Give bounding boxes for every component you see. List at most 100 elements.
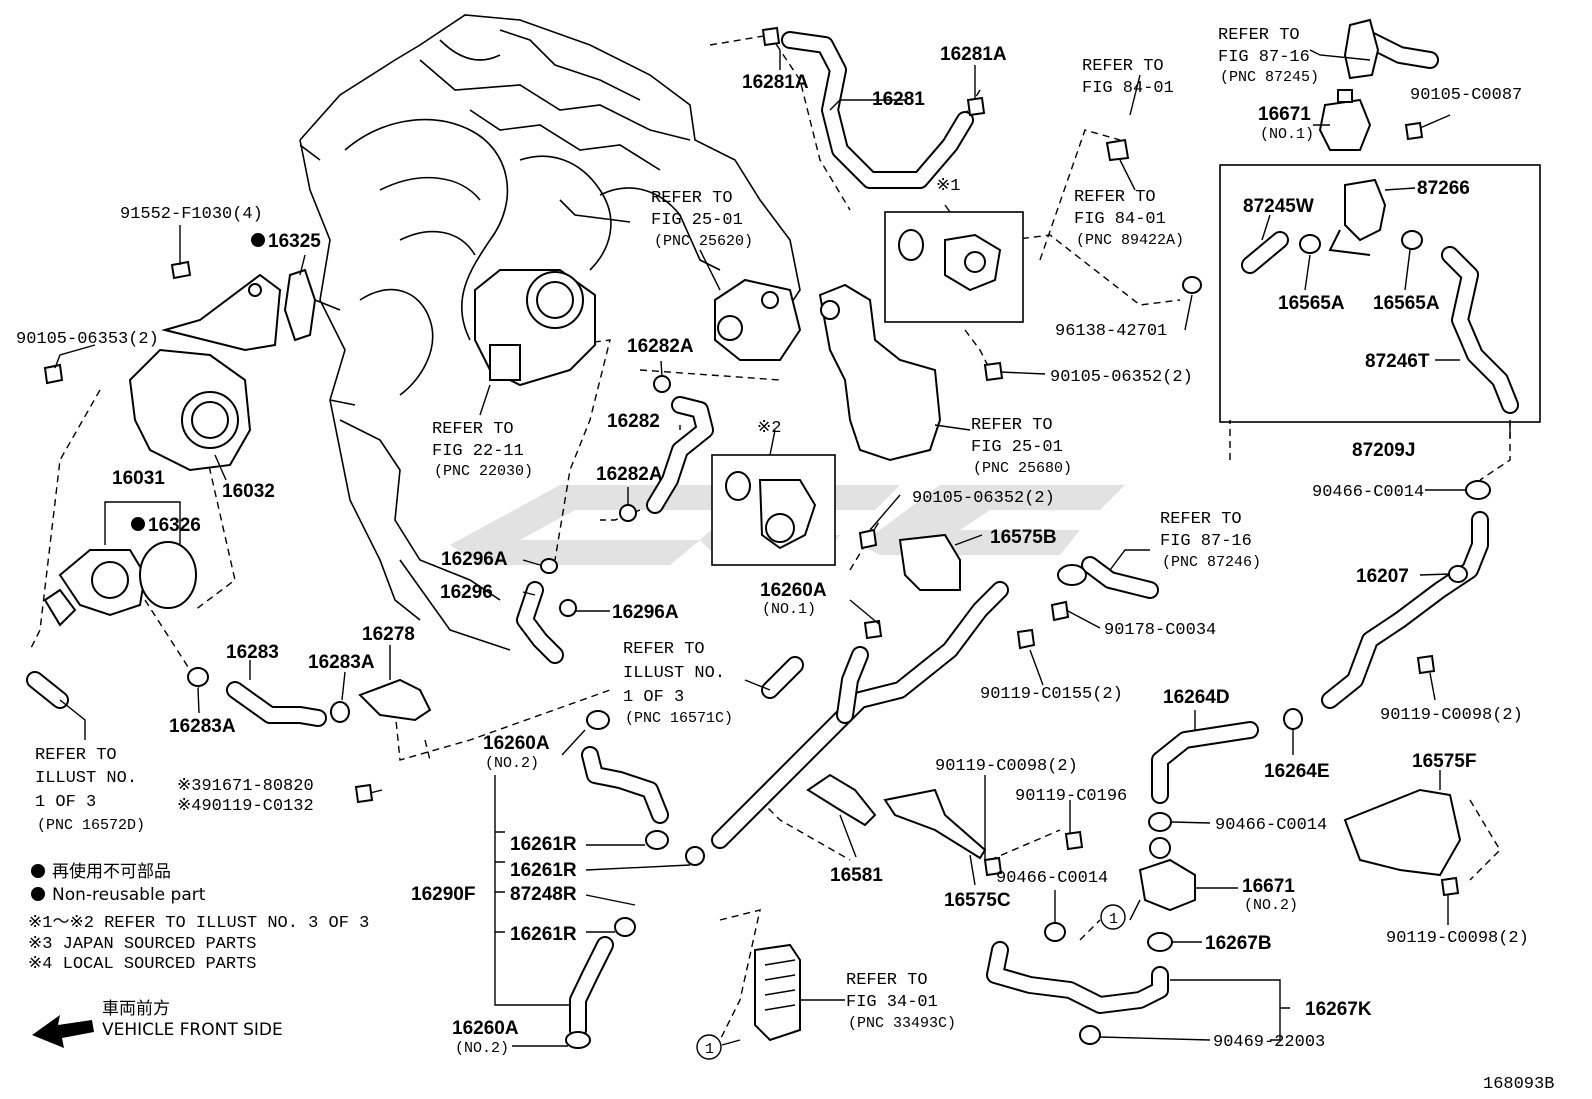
label-90469: 90469-22003 bbox=[1213, 1033, 1325, 1052]
hose-16207 bbox=[1321, 511, 1489, 709]
label-90119-C0155: 90119-C0155(2) bbox=[980, 685, 1123, 704]
svg-text:FIG 34-01: FIG 34-01 bbox=[846, 993, 938, 1012]
legend: 再使用不可部品 Non-reusable part ※1～※2 REFER TO… bbox=[28, 861, 369, 1048]
engine-outline bbox=[299, 14, 801, 651]
label-16207: 16207 bbox=[1356, 566, 1409, 587]
label-87266: 87266 bbox=[1417, 178, 1470, 199]
svg-text:(PNC 89422A): (PNC 89422A) bbox=[1076, 232, 1184, 249]
valve-16671-no1 bbox=[1318, 18, 1380, 151]
label-90119-C0098-mid: 90119-C0098(2) bbox=[935, 757, 1078, 776]
svg-text:REFER TO: REFER TO bbox=[846, 971, 928, 990]
label-mark1: ※1 bbox=[936, 177, 960, 196]
label-90466-C0014-right: 90466-C0014 bbox=[1215, 816, 1327, 835]
label-90105-06352-mid: 90105-06352(2) bbox=[912, 489, 1055, 508]
hose-87245W bbox=[1241, 231, 1289, 274]
label-16031: 16031 bbox=[112, 468, 165, 489]
svg-text:FIG 25-01: FIG 25-01 bbox=[971, 438, 1063, 457]
label-16260A-no1-sub: (NO.1) bbox=[762, 601, 816, 618]
label-16671-no2-sub: (NO.2) bbox=[1244, 897, 1298, 914]
hose-16260A-no2-mid bbox=[581, 746, 669, 824]
water-pump-16031 bbox=[43, 549, 147, 627]
label-16264D: 16264D bbox=[1163, 687, 1230, 708]
legend-jp-nonreuse: 再使用不可部品 bbox=[52, 861, 171, 882]
label-16261R-3: 16261R bbox=[510, 924, 577, 945]
non-reusable-dot-icon bbox=[131, 517, 145, 531]
label-91671-line2: ※490119-C0132 bbox=[177, 797, 314, 816]
label-87245W: 87245W bbox=[1243, 196, 1314, 217]
svg-text:REFER TO: REFER TO bbox=[35, 746, 117, 765]
non-reusable-dot-icon bbox=[251, 233, 265, 247]
label-16282: 16282 bbox=[607, 411, 660, 432]
label-16260A-no2-bot-sub: (NO.2) bbox=[455, 1040, 509, 1057]
svg-text:REFER TO: REFER TO bbox=[651, 189, 733, 208]
label-mark2: ※2 bbox=[757, 419, 781, 438]
svg-text:ILLUST NO.: ILLUST NO. bbox=[35, 769, 137, 788]
refer-fig3401: REFER TO FIG 34-01 (PNC 33493C) bbox=[846, 971, 956, 1032]
svg-text:REFER TO: REFER TO bbox=[1074, 188, 1156, 207]
label-90105-06353: 90105-06353(2) bbox=[16, 330, 159, 349]
non-reusable-dot-icon bbox=[31, 887, 45, 901]
thermostat-housing-25620 bbox=[714, 278, 802, 361]
svg-text:(PNC 16571C): (PNC 16571C) bbox=[625, 710, 733, 727]
non-reusable-dot-icon bbox=[31, 864, 45, 878]
label-16671-no1-sub: (NO.1) bbox=[1260, 126, 1314, 143]
label-16260A-no2-mid-sub: (NO.2) bbox=[485, 755, 539, 772]
svg-text:REFER TO: REFER TO bbox=[971, 416, 1053, 435]
label-90178: 90178-C0034 bbox=[1104, 621, 1216, 640]
label-16575B: 16575B bbox=[990, 527, 1057, 548]
label-16575F: 16575F bbox=[1412, 751, 1476, 772]
refer-fig8401-b: REFER TO FIG 84-01 (PNC 89422A) bbox=[1074, 188, 1184, 249]
svg-text:(PNC 25620): (PNC 25620) bbox=[654, 233, 753, 250]
clamps bbox=[187, 276, 1491, 1049]
refer-fig2211: REFER TO FIG 22-11 (PNC 22030) bbox=[432, 420, 533, 480]
label-16671-no2: 16671 bbox=[1242, 876, 1295, 897]
label-16264E: 16264E bbox=[1264, 761, 1330, 782]
svg-text:FIG 84-01: FIG 84-01 bbox=[1082, 79, 1174, 98]
label-16282A-top: 16282A bbox=[627, 336, 694, 357]
leader-lines bbox=[54, 49, 1511, 1047]
refer-fig2501-a: REFER TO FIG 25-01 (PNC 25620) bbox=[651, 189, 753, 250]
label-16261R-1: 16261R bbox=[510, 834, 577, 855]
circle-ref-label-b: 1 bbox=[705, 1041, 714, 1058]
box-mark1 bbox=[884, 211, 1024, 323]
hose-87246T bbox=[1441, 246, 1519, 414]
hose-16296 bbox=[516, 581, 564, 664]
svg-text:FIG 87-16: FIG 87-16 bbox=[1218, 48, 1310, 67]
circle-ref-icon: 1 bbox=[1100, 904, 1126, 930]
label-90105-06352-top: 90105-06352(2) bbox=[1050, 368, 1193, 387]
throttle-body bbox=[474, 269, 596, 387]
label-16581: 16581 bbox=[830, 865, 883, 886]
svg-text:(PNC 87245): (PNC 87245) bbox=[1220, 69, 1319, 86]
label-16282A-mid: 16282A bbox=[596, 464, 663, 485]
hose-16283 bbox=[226, 681, 327, 727]
label-16281A-right: 16281A bbox=[940, 44, 1007, 65]
label-16281A-top: 16281A bbox=[742, 72, 809, 93]
label-90466-C0014-top: 90466-C0014 bbox=[1312, 483, 1424, 502]
svg-text:REFER TO: REFER TO bbox=[623, 640, 705, 659]
label-16283: 16283 bbox=[226, 642, 279, 663]
label-16326: 16326 bbox=[148, 515, 201, 536]
bolts bbox=[43, 26, 1460, 897]
label-16267B: 16267B bbox=[1205, 933, 1272, 954]
front-arrow-icon bbox=[32, 1015, 94, 1048]
label-16296A-top: 16296A bbox=[441, 549, 508, 570]
svg-text:REFER TO: REFER TO bbox=[432, 420, 514, 439]
label-90119-C0196: 90119-C0196 bbox=[1015, 787, 1127, 806]
circle-ref-label-a: 1 bbox=[1109, 911, 1118, 928]
box-87209J bbox=[1219, 164, 1541, 423]
label-90119-C0098-bottom-right: 90119-C0098(2) bbox=[1386, 929, 1529, 948]
refer-fig8716-top: REFER TO FIG 87-16 (PNC 87245) bbox=[1218, 26, 1319, 86]
label-96138: 96138-42701 bbox=[1055, 322, 1167, 341]
clamp-16581 bbox=[806, 773, 877, 827]
label-16260A-no1: 16260A bbox=[760, 580, 827, 601]
label-16565A-right: 16565A bbox=[1373, 293, 1440, 314]
svg-text:(PNC 87246): (PNC 87246) bbox=[1162, 554, 1261, 571]
hose-refer-8716-mid bbox=[1081, 556, 1159, 599]
label-87209J: 87209J bbox=[1352, 440, 1415, 461]
circle-ref-icon: 1 bbox=[696, 1034, 722, 1060]
hose-16260A-no2-bot bbox=[569, 936, 614, 1039]
svg-text:(PNC 16572D): (PNC 16572D) bbox=[37, 817, 145, 834]
bracket-16575F bbox=[1343, 788, 1462, 877]
hose-16267K bbox=[986, 941, 1169, 1014]
